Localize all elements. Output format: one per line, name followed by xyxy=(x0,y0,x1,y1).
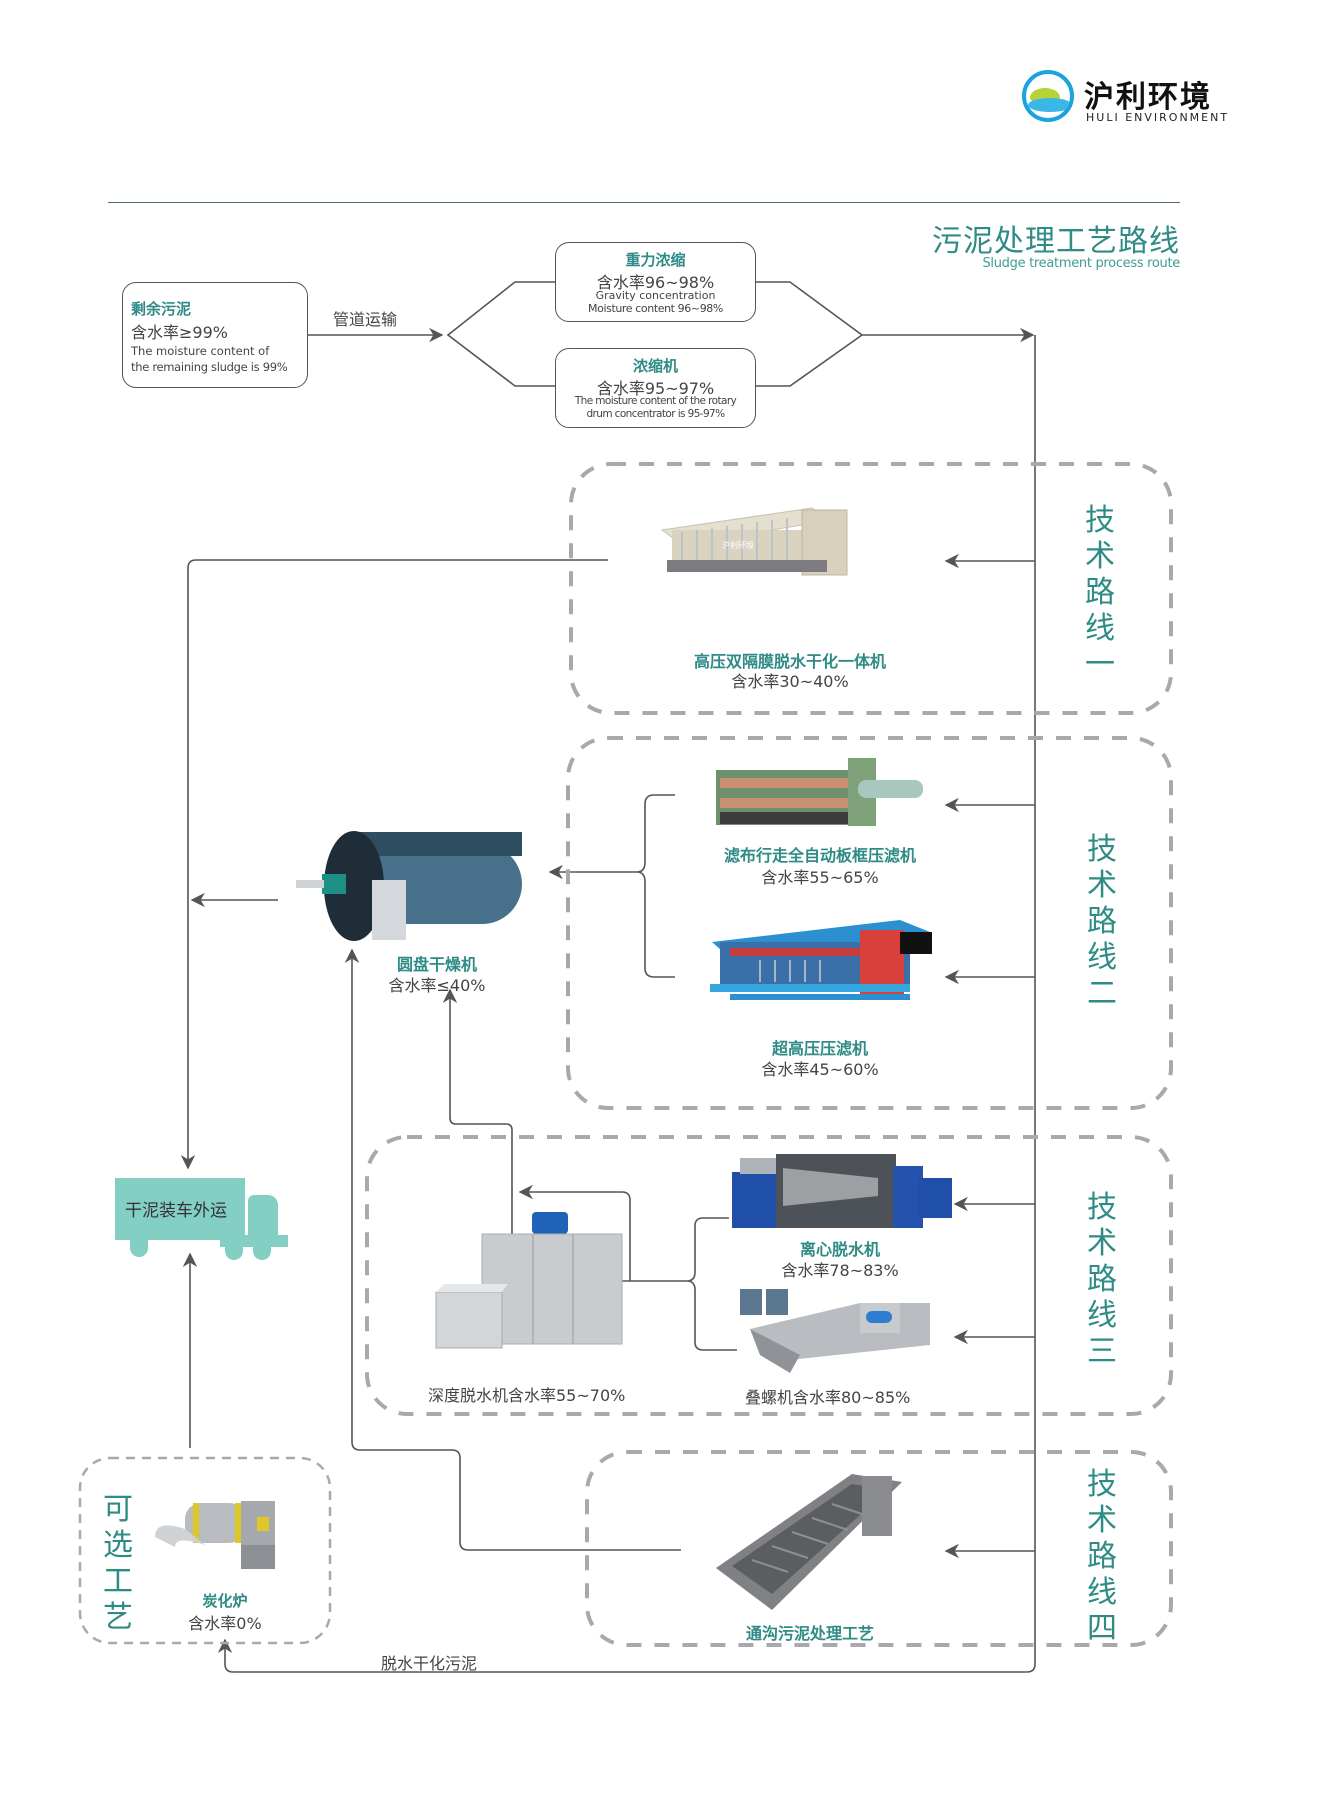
route2-label-char: 技 xyxy=(1087,832,1117,867)
branch-left xyxy=(446,281,555,387)
optional-label-char: 选 xyxy=(103,1528,133,1563)
concentrator-title: 浓缩机 xyxy=(632,357,678,375)
dryer-name: 圆盘干燥机 xyxy=(396,955,477,974)
route2-machine1-moisture: 含水率55~65% xyxy=(761,868,879,887)
route4-label: 技 术 路 线 四 xyxy=(1082,1467,1122,1647)
route2-label-char: 线 xyxy=(1087,940,1117,975)
gravity-desc-1: Gravity concentration xyxy=(595,289,716,302)
route4-label-char: 路 xyxy=(1087,1539,1117,1574)
bar-screen-image xyxy=(712,1470,907,1615)
route3-deep-label: 深度脱水机含水率55~70% xyxy=(428,1386,626,1405)
source-desc-2: the remaining sludge is 99% xyxy=(131,360,288,374)
route4-label-char: 技 xyxy=(1087,1467,1117,1502)
centrifuge-image xyxy=(728,1148,958,1238)
route2-machine1-name: 滤布行走全自动板框压滤机 xyxy=(723,846,916,865)
concentrator-desc-1: The moisture content of the rotary xyxy=(574,395,737,407)
truck-wheel-1 xyxy=(130,1235,148,1257)
route3-centrifuge-moisture: 含水率78~83% xyxy=(781,1261,899,1280)
route1-label-char: 技 xyxy=(1085,503,1115,538)
route2-machine2-moisture: 含水率45~60% xyxy=(761,1060,879,1079)
membrane-filter-press-image: 沪利环境 xyxy=(652,500,872,590)
route3-screw-label: 叠螺机含水率80~85% xyxy=(745,1388,911,1407)
source-moisture: 含水率≥99% xyxy=(131,323,228,342)
page-title: 污泥处理工艺路线 xyxy=(932,224,1180,259)
concentrator-moisture: 含水率95~97% xyxy=(596,379,715,398)
optional-box-border xyxy=(78,1456,332,1645)
gravity-desc-2: Moisture content 96~98% xyxy=(588,302,723,315)
route3-box-border xyxy=(365,1135,1173,1416)
concentrator-box: 浓缩机 含水率95~97% The moisture content of th… xyxy=(555,348,756,428)
truck-label: 干泥装车外运 xyxy=(125,1201,227,1221)
route2-box-border xyxy=(566,736,1173,1110)
gravity-moisture: 含水率96~98% xyxy=(596,273,715,292)
route3-label-char: 三 xyxy=(1087,1334,1117,1369)
route2-label-char: 二 xyxy=(1087,976,1117,1011)
route3-centrifuge-name: 离心脱水机 xyxy=(799,1240,880,1259)
logo-name-en: HULI ENVIRONMENT xyxy=(1086,111,1230,124)
route3-loop-line xyxy=(518,1184,631,1281)
source-desc-1: The moisture content of xyxy=(131,344,270,358)
route3-label-char: 路 xyxy=(1087,1262,1117,1297)
optional-label-char: 可 xyxy=(103,1492,133,1527)
route4-machine-name: 通沟污泥处理工艺 xyxy=(745,1624,874,1643)
cloth-walking-filter-press-image xyxy=(708,752,930,832)
route3-label: 技 术 路 线 三 xyxy=(1082,1190,1122,1370)
svg-text:沪利环境: 沪利环境 xyxy=(722,540,754,550)
concentrator-desc-2: drum concentrator is 95-97% xyxy=(586,408,725,420)
route1-label: 技 术 路 线 一 xyxy=(1080,503,1120,683)
route4-to-dryer-line xyxy=(344,948,681,1551)
route1-machine-moisture: 含水率30~40% xyxy=(731,672,849,691)
route2-machine2-name: 超高压压滤机 xyxy=(771,1039,868,1058)
optional-machine-name: 炭化炉 xyxy=(202,1592,248,1610)
route1-machine-name: 高压双隔膜脱水干化一体机 xyxy=(693,652,886,671)
optional-label-char: 工 xyxy=(103,1564,133,1599)
gravity-title: 重力浓缩 xyxy=(625,251,686,269)
transport-label: 管道运输 xyxy=(333,310,398,329)
route4-box-border xyxy=(585,1450,1173,1647)
logo-name-cn: 沪利环境 xyxy=(1084,80,1212,115)
branch-right xyxy=(754,281,864,387)
gravity-box: 重力浓缩 含水率96~98% Gravity concentration Moi… xyxy=(555,242,756,322)
deep-to-dryer-line xyxy=(442,988,513,1234)
truck-cargo xyxy=(115,1178,245,1240)
route1-label-char: 路 xyxy=(1085,575,1115,610)
main-vertical-line xyxy=(217,335,1036,1673)
bottom-flow-label: 脱水干化污泥 xyxy=(381,1654,478,1673)
route2-label-char: 术 xyxy=(1087,868,1117,903)
deep-dewatering-machine-image xyxy=(432,1210,632,1360)
truck-wheel-2 xyxy=(225,1240,243,1260)
truck-wheel-3 xyxy=(253,1240,271,1260)
route3-label-char: 技 xyxy=(1087,1190,1117,1225)
route1-to-truck-line xyxy=(180,559,608,1170)
disc-dryer-image xyxy=(292,822,537,947)
ultra-high-pressure-filter-press-image xyxy=(700,912,936,1024)
route2-label: 技 术 路 线 二 xyxy=(1082,832,1122,1012)
page-subtitle: Sludge treatment process route xyxy=(982,256,1180,271)
route4-label-char: 四 xyxy=(1087,1611,1117,1646)
route3-label-char: 线 xyxy=(1087,1298,1117,1333)
carbonization-furnace-image xyxy=(145,1485,285,1580)
header-rule xyxy=(108,202,1180,203)
route1-box-border xyxy=(569,462,1173,715)
route3-label-char: 术 xyxy=(1087,1226,1117,1261)
screw-press-image xyxy=(730,1285,930,1375)
logo-icon xyxy=(1022,70,1074,122)
route1-label-char: 线 xyxy=(1085,611,1115,646)
route4-label-char: 术 xyxy=(1087,1503,1117,1538)
route1-label-char: 术 xyxy=(1085,539,1115,574)
dryer-moisture: 含水率≤40% xyxy=(388,976,486,995)
route1-label-char: 一 xyxy=(1085,647,1115,682)
logo-wave-shape xyxy=(1028,98,1070,112)
optional-label-char: 艺 xyxy=(103,1600,133,1635)
source-title: 剩余污泥 xyxy=(131,300,192,318)
optional-label: 可 选 工 艺 xyxy=(98,1492,138,1636)
route4-label-char: 线 xyxy=(1087,1575,1117,1610)
optional-machine-moisture: 含水率0% xyxy=(188,1614,262,1633)
source-box: 剩余污泥 含水率≥99% The moisture content of the… xyxy=(122,282,308,388)
route2-label-char: 路 xyxy=(1087,904,1117,939)
